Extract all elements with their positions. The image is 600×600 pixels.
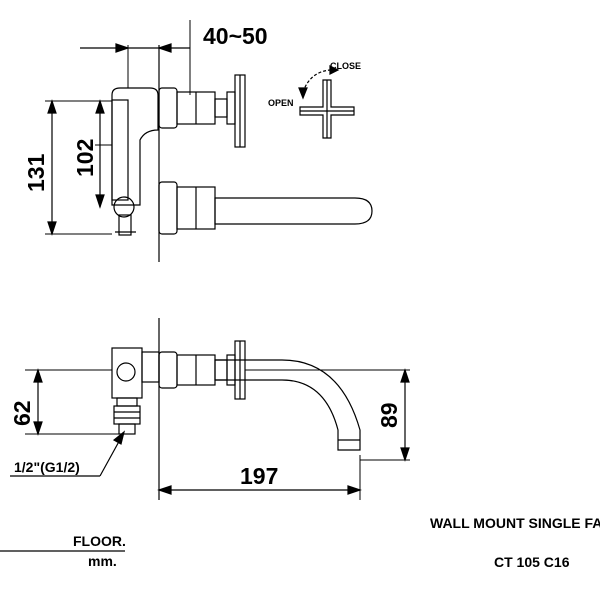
product-code: CT 105 C16 <box>494 554 570 570</box>
connection-leader <box>10 430 126 477</box>
rotation-arrow <box>298 65 340 100</box>
floor-label: FLOOR. <box>73 533 126 549</box>
dimension-131 <box>47 99 57 236</box>
dimension-40-50-label: 40~50 <box>203 23 268 49</box>
product-name: WALL MOUNT SINGLE FAUC <box>430 515 600 531</box>
dimension-40-50 <box>80 43 190 53</box>
dimension-89 <box>400 368 410 462</box>
top-view <box>45 20 373 262</box>
dimension-197 <box>157 485 362 495</box>
dimension-102-label: 102 <box>72 139 98 177</box>
dimension-197-label: 197 <box>240 463 278 489</box>
dimension-102 <box>95 99 105 209</box>
dimension-131-label: 131 <box>23 153 49 192</box>
connection-label: 1/2"(G1/2) <box>14 459 80 475</box>
dimension-62 <box>33 368 43 436</box>
side-view <box>25 318 410 500</box>
unit-label: mm. <box>88 553 117 569</box>
cross-handle-front-view <box>299 79 355 139</box>
close-label: CLOSE <box>330 61 361 71</box>
dimension-62-label: 62 <box>9 400 35 426</box>
open-label: OPEN <box>268 98 294 108</box>
dimension-89-label: 89 <box>376 402 402 428</box>
